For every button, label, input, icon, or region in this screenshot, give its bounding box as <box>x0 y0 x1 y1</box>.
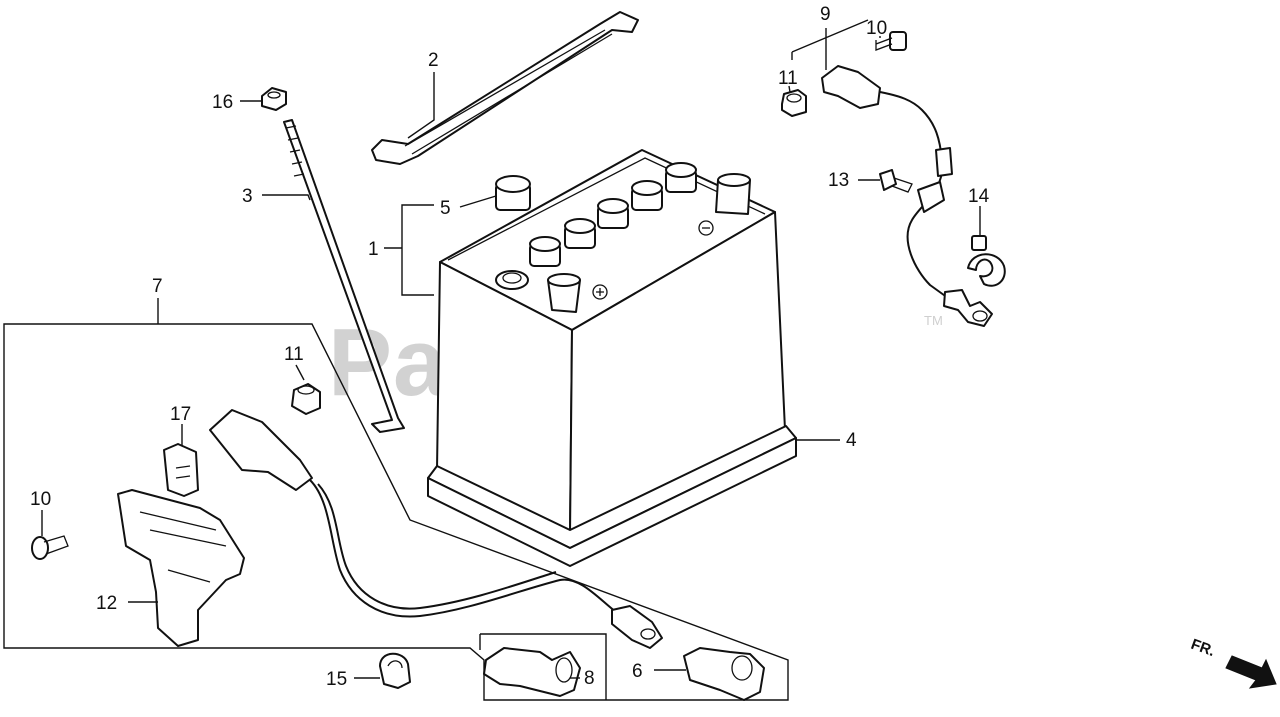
nut-middle[interactable] <box>291 383 321 415</box>
part-number-13[interactable]: 13 <box>828 170 849 191</box>
part-numbers: 1 2 3 4 5 6 7 8 9 10 10 11 11 12 13 14 1… <box>30 4 990 690</box>
nut-top[interactable] <box>781 89 807 117</box>
wire-clip[interactable] <box>379 652 411 689</box>
part-number-6[interactable]: 6 <box>632 661 643 682</box>
part-number-14[interactable]: 14 <box>968 186 990 207</box>
part-number-11-top[interactable]: 11 <box>778 68 798 89</box>
terminal-cover-6[interactable] <box>683 647 765 701</box>
terminal-cover-8[interactable] <box>483 647 581 697</box>
hold-down-rod[interactable] <box>283 119 405 433</box>
arrow-icon <box>1225 655 1277 689</box>
part-number-1[interactable]: 1 <box>368 239 379 260</box>
part-number-16[interactable]: 16 <box>212 92 233 113</box>
part-number-17[interactable]: 17 <box>170 404 191 425</box>
part-number-11-middle[interactable]: 11 <box>284 344 304 365</box>
fuse-holder[interactable] <box>117 489 245 647</box>
part-number-10-left[interactable]: 10 <box>30 489 51 510</box>
part-number-12[interactable]: 12 <box>96 593 117 614</box>
positive-cable[interactable] <box>821 65 993 327</box>
bolt-left[interactable] <box>31 535 69 560</box>
battery-hold-down-strap[interactable] <box>371 11 639 165</box>
watermark-tm: TM <box>924 313 943 328</box>
part-number-5[interactable]: 5 <box>440 198 451 219</box>
front-direction-indicator: FR. <box>1189 636 1277 689</box>
leader-lines <box>3 19 981 701</box>
bolt-13[interactable] <box>879 169 913 193</box>
part-number-4[interactable]: 4 <box>846 430 857 451</box>
cable-clamp[interactable] <box>967 235 1006 287</box>
flange-nut[interactable] <box>261 87 287 111</box>
part-number-10-top[interactable]: 10 <box>866 18 887 39</box>
direction-label: FR. <box>1189 636 1218 660</box>
vent-cap[interactable] <box>495 175 531 211</box>
part-number-9[interactable]: 9 <box>820 4 831 25</box>
part-number-7[interactable]: 7 <box>152 276 163 297</box>
part-number-2[interactable]: 2 <box>428 50 439 71</box>
bolt-top[interactable] <box>875 31 907 51</box>
battery-tray[interactable] <box>427 425 797 567</box>
part-number-15[interactable]: 15 <box>326 669 347 690</box>
part-number-8[interactable]: 8 <box>584 668 595 689</box>
fuse[interactable] <box>163 443 199 497</box>
part-number-3[interactable]: 3 <box>242 186 253 207</box>
negative-cable[interactable] <box>209 409 663 649</box>
